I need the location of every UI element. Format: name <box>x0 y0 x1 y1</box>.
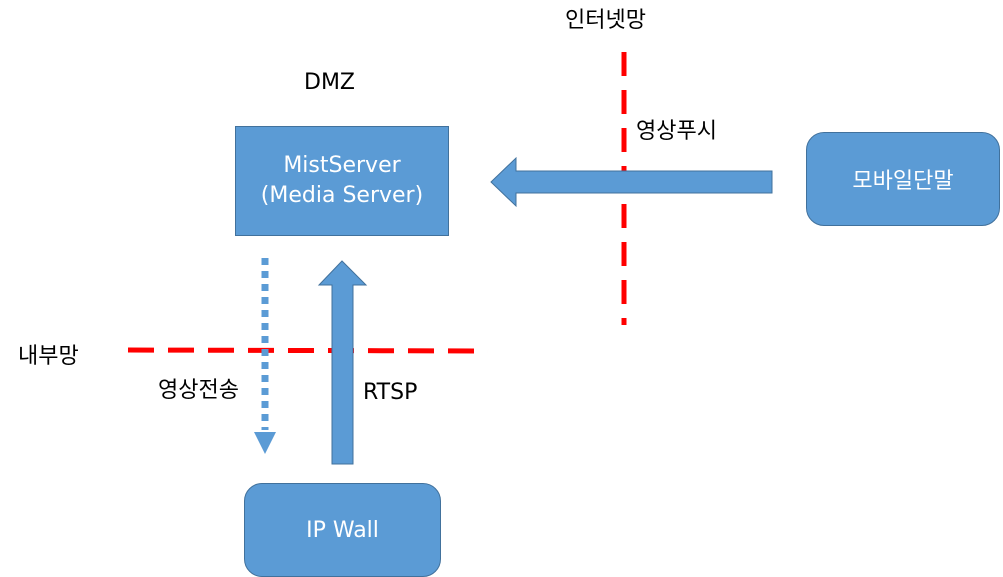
rtsp-arrow <box>317 260 368 465</box>
media-server-subtitle: (Media Server) <box>260 183 424 208</box>
dmz-zone-label: DMZ <box>304 70 355 95</box>
media-server-box[interactable]: MistServer (Media Server) <box>235 126 449 236</box>
media-server-name: MistServer <box>283 153 401 179</box>
internal-boundary-line <box>127 347 489 354</box>
ip-wall-box[interactable]: IP Wall <box>244 483 441 577</box>
mobile-terminal-box[interactable]: 모바일단말 <box>806 132 1000 226</box>
mobile-terminal-label: 모바일단말 <box>852 169 954 194</box>
push-flow-label: 영상푸시 <box>636 119 717 144</box>
push-arrow <box>490 156 773 208</box>
transfer-flow-label: 영상전송 <box>158 378 239 403</box>
internet-zone-label: 인터넷망 <box>565 8 646 33</box>
rtsp-flow-label: RTSP <box>363 380 418 405</box>
transfer-arrow-head <box>254 432 276 454</box>
ip-wall-label: IP Wall <box>306 517 379 543</box>
internal-zone-label: 내부망 <box>18 344 79 369</box>
